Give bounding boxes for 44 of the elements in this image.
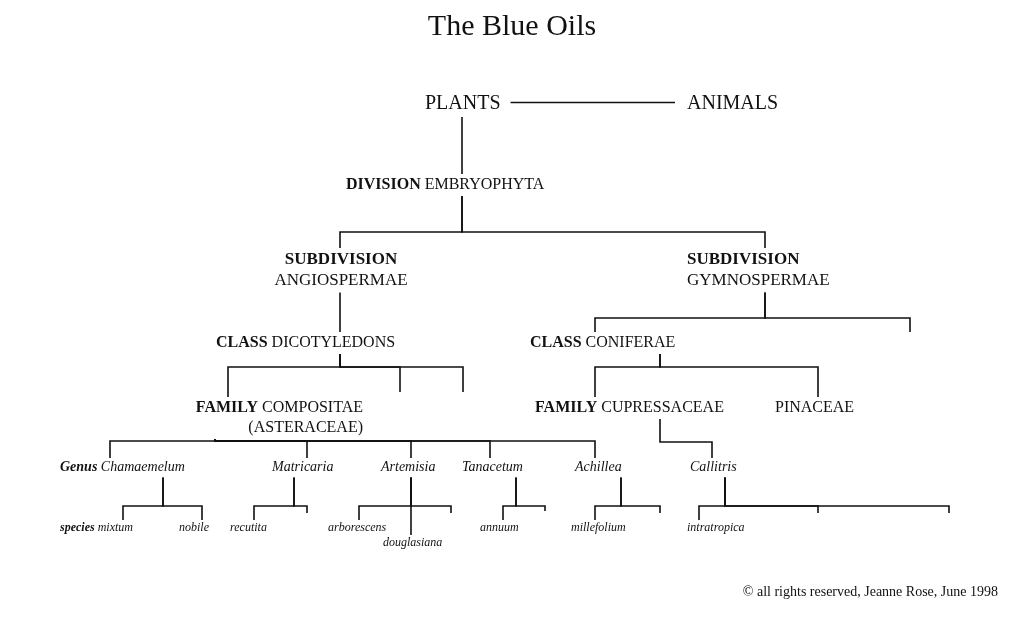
tree-connector [214, 438, 596, 459]
taxon-label: FAMILY CUPRESSACEAE [535, 397, 724, 417]
tree-connector [339, 291, 341, 333]
tree-connector [659, 353, 819, 398]
tree-connector [509, 101, 676, 104]
taxon-label: annuum [480, 520, 519, 535]
taxon-label: PINACEAE [775, 397, 855, 417]
taxon-label: Genus Chamaemelum [60, 458, 185, 476]
rank-heading: SUBDIVISION [283, 248, 399, 270]
copyright-note: © all rights reserved, Jeanne Rose, June 1998 [742, 584, 998, 600]
taxon-label: recutita [230, 520, 267, 535]
taxon-label: intratropica [687, 520, 745, 535]
tree-connector [659, 418, 713, 459]
taxon-label: DIVISION EMBRYOPHYTA [346, 174, 545, 194]
taxon-label: arborescens [328, 520, 387, 535]
tree-connector [162, 476, 203, 521]
taxon-label: nobile [179, 520, 209, 535]
taxon-label: Artemisia [381, 458, 436, 476]
tree-connector [620, 476, 661, 514]
tree-connector [109, 438, 216, 459]
taxon-label: PLANTS [425, 90, 501, 115]
tree-connector [410, 476, 452, 514]
tree-connector [724, 476, 950, 514]
taxon-label: CLASS DICOTYLEDONS [216, 332, 396, 352]
taxon-label: Tanacetum [462, 458, 523, 476]
taxon-label: ANGIOSPERMAE [273, 269, 409, 291]
taxon-label: Matricaria [272, 458, 334, 476]
taxon-label: Callitris [690, 458, 737, 476]
tree-connector [339, 353, 464, 393]
taxon-label: Achillea [575, 458, 622, 476]
tree-connector [764, 291, 911, 333]
taxon-label: CLASS CONIFERAE [530, 332, 676, 352]
rank-heading: SUBDIVISION [687, 248, 801, 270]
tree-connector [461, 116, 463, 175]
diagram-title: The Blue Oils [426, 8, 598, 42]
taxon-label: douglasiana [383, 535, 443, 550]
tree-connector [293, 476, 308, 514]
taxon-label: species mixtum [60, 520, 133, 535]
tree-connector [461, 195, 766, 249]
tree-connector [515, 476, 546, 512]
taxon-label: millefolium [571, 520, 626, 535]
taxon-label: FAMILY COMPOSITAE (ASTERACEAE) [163, 397, 363, 437]
taxon-label: GYMNOSPERMAE [687, 269, 831, 291]
taxon-label: ANIMALS [687, 90, 779, 115]
